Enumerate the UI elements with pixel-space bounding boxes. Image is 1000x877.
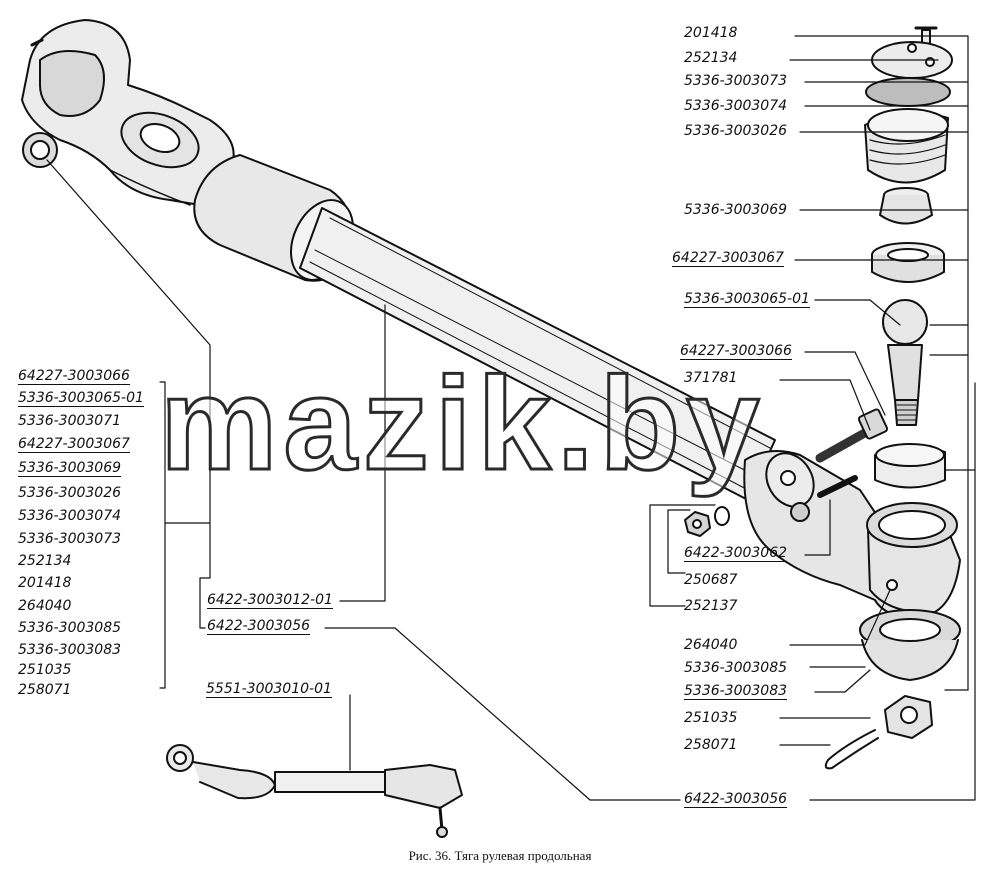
left-label-1: 64227-3003066 xyxy=(18,368,130,385)
label-252137: 252137 xyxy=(684,598,738,614)
left-label-3: 5336-3003071 xyxy=(18,413,122,429)
label-6422-3003062: 6422-3003062 xyxy=(684,545,788,562)
left-label-11: 264040 xyxy=(18,598,72,614)
bolt-371781 xyxy=(815,408,889,463)
label-252134: 252134 xyxy=(684,50,738,66)
label-5336-3003083: 5336-3003083 xyxy=(684,683,788,700)
label-371781: 371781 xyxy=(684,370,738,386)
label-5336-3003085: 5336-3003085 xyxy=(684,660,788,676)
left-label-15: 258071 xyxy=(18,682,72,698)
left-label-14: 251035 xyxy=(18,662,72,678)
exploded-parts-stack xyxy=(824,26,961,770)
left-label-12: 5336-3003085 xyxy=(18,620,122,636)
alt-rod-label: 5551-3003010-01 xyxy=(206,681,332,698)
left-label-2: 5336-3003065-01 xyxy=(18,390,144,407)
label-251035: 251035 xyxy=(684,710,738,726)
label-6422-3003056: 6422-3003056 xyxy=(684,791,788,808)
label-258071: 258071 xyxy=(684,737,738,753)
leader-lines xyxy=(46,35,976,801)
rod-assembly-label: 6422-3003012-01 xyxy=(207,592,333,609)
figure-caption: Рис. 36. Тяга рулевая продольная xyxy=(408,848,592,863)
label-201418: 201418 xyxy=(684,25,738,41)
alt-rod-inset xyxy=(166,744,463,838)
label-64227-3003067: 64227-3003067 xyxy=(672,250,784,267)
label-5336-3003074: 5336-3003074 xyxy=(684,98,788,114)
left-label-9: 252134 xyxy=(18,553,72,569)
left-ball-joint xyxy=(21,19,235,206)
tube-label-center: 6422-3003056 xyxy=(207,618,311,635)
label-5336-3003065-01: 5336-3003065-01 xyxy=(684,291,810,308)
left-label-7: 5336-3003074 xyxy=(18,508,122,524)
left-label-4: 64227-3003067 xyxy=(18,436,130,453)
nut-and-washer xyxy=(684,506,730,537)
label-5336-3003026: 5336-3003026 xyxy=(684,123,788,139)
left-label-13: 5336-3003083 xyxy=(18,642,122,658)
left-label-10: 201418 xyxy=(18,575,72,591)
left-label-8: 5336-3003073 xyxy=(18,531,122,547)
label-5336-3003073: 5336-3003073 xyxy=(684,73,788,89)
label-264040: 264040 xyxy=(684,637,738,653)
left-label-6: 5336-3003026 xyxy=(18,485,122,501)
label-5336-3003069: 5336-3003069 xyxy=(684,202,788,218)
left-label-5: 5336-3003069 xyxy=(18,460,122,477)
label-64227-3003066: 64227-3003066 xyxy=(680,343,792,360)
label-250687: 250687 xyxy=(684,572,738,588)
right-socket-body xyxy=(743,450,961,619)
